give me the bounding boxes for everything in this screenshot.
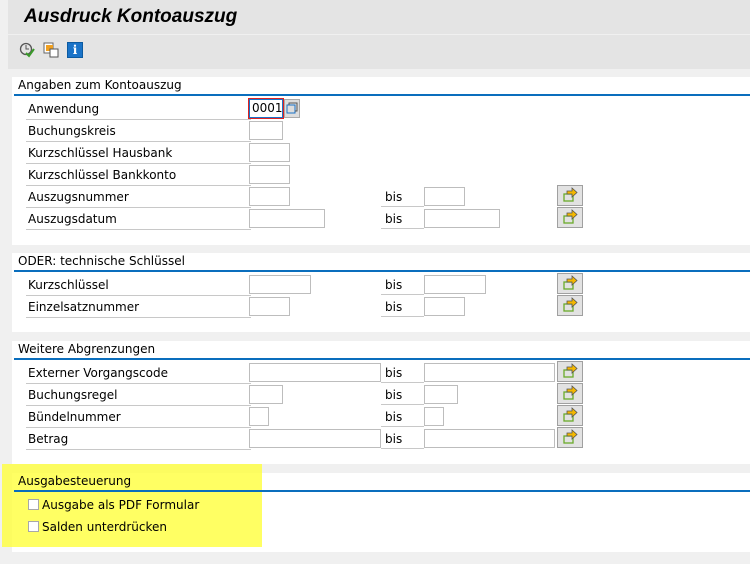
row-kurzschluessel: Kurzschlüssel bis bbox=[12, 273, 750, 296]
buendelnummer-from-input[interactable] bbox=[249, 407, 269, 426]
section-divider bbox=[14, 270, 750, 272]
row-bankkonto: Kurzschlüssel Bankkonto bbox=[12, 165, 750, 186]
field-label: Buchungsregel bbox=[26, 385, 251, 406]
variant-icon[interactable] bbox=[43, 42, 59, 58]
auszugsnummer-to-input[interactable] bbox=[424, 187, 465, 206]
multiple-selection-button[interactable] bbox=[557, 185, 583, 206]
checkbox-pdf-formular[interactable]: Ausgabe als PDF Formular bbox=[12, 495, 312, 516]
hausbank-input[interactable] bbox=[249, 143, 290, 162]
buchungsregel-from-input[interactable] bbox=[249, 385, 283, 404]
checkbox-salden-unterdruecken[interactable]: Salden unterdrücken bbox=[12, 517, 312, 538]
multiple-selection-button[interactable] bbox=[557, 273, 583, 294]
multiple-selection-icon bbox=[563, 297, 578, 312]
field-label: Bündelnummer bbox=[26, 407, 251, 428]
multiple-selection-button[interactable] bbox=[557, 361, 583, 382]
field-label: Betrag bbox=[26, 429, 251, 450]
einzelsatz-from-input[interactable] bbox=[249, 297, 290, 316]
einzelsatz-to-input[interactable] bbox=[424, 297, 465, 316]
buchungskreis-input[interactable] bbox=[249, 121, 283, 140]
field-label: Auszugsnummer bbox=[26, 187, 251, 208]
multiple-selection-icon bbox=[563, 209, 578, 224]
section-weitere-abgrenzungen: Weitere Abgrenzungen Externer Vorgangsco… bbox=[12, 341, 750, 464]
section-divider bbox=[14, 358, 750, 360]
execute-icon[interactable] bbox=[19, 42, 35, 58]
checkbox[interactable] bbox=[28, 499, 39, 510]
toolbar bbox=[8, 35, 750, 69]
row-betrag: Betrag bis bbox=[12, 427, 750, 450]
row-auszugsnummer: Auszugsnummer bis bbox=[12, 185, 750, 208]
page-title: Ausdruck Kontoauszug bbox=[24, 6, 238, 27]
multiple-selection-icon bbox=[563, 275, 578, 290]
kurzschluessel-from-input[interactable] bbox=[249, 275, 311, 294]
title-bar bbox=[8, 0, 750, 34]
section-title: ODER: technische Schlüssel bbox=[18, 254, 185, 268]
highlight-overlay bbox=[2, 464, 262, 547]
checkbox-label: Salden unterdrücken bbox=[42, 520, 168, 534]
multiple-selection-icon bbox=[563, 385, 578, 400]
value-help-button[interactable] bbox=[284, 99, 300, 118]
row-einzelsatznummer: Einzelsatznummer bis bbox=[12, 295, 750, 318]
bis-label: bis bbox=[381, 407, 424, 427]
row-vorgangscode: Externer Vorgangscode bis bbox=[12, 361, 750, 384]
section-divider bbox=[14, 490, 750, 492]
bis-label: bis bbox=[381, 297, 424, 317]
bankkonto-input[interactable] bbox=[249, 165, 290, 184]
field-label: Anwendung bbox=[26, 99, 251, 120]
row-buendelnummer: Bündelnummer bis bbox=[12, 405, 750, 428]
multiple-selection-icon bbox=[563, 429, 578, 444]
row-buchungsregel: Buchungsregel bis bbox=[12, 383, 750, 406]
anwendung-input[interactable]: 0001 bbox=[248, 98, 284, 119]
field-label: Externer Vorgangscode bbox=[26, 363, 251, 384]
row-auszugsdatum: Auszugsdatum bis bbox=[12, 207, 750, 230]
section-title: Angaben zum Kontoauszug bbox=[18, 78, 182, 92]
auszugsdatum-from-input[interactable] bbox=[249, 209, 325, 228]
multiple-selection-button[interactable] bbox=[557, 383, 583, 404]
row-anwendung: Anwendung 0001 bbox=[12, 98, 750, 120]
section-technische-schluessel: ODER: technische Schlüssel Kurzschlüssel… bbox=[12, 253, 750, 332]
bis-label: bis bbox=[381, 385, 424, 405]
auszugsnummer-from-input[interactable] bbox=[249, 187, 290, 206]
checkbox[interactable] bbox=[28, 521, 39, 532]
multiple-selection-icon bbox=[563, 187, 578, 202]
bis-label: bis bbox=[381, 187, 424, 207]
betrag-from-input[interactable] bbox=[249, 429, 381, 448]
field-label: Buchungskreis bbox=[26, 121, 251, 142]
field-label: Kurzschlüssel Hausbank bbox=[26, 143, 251, 164]
bis-label: bis bbox=[381, 209, 424, 229]
multiple-selection-button[interactable] bbox=[557, 427, 583, 448]
section-kontoauszug: Angaben zum Kontoauszug Anwendung 0001 B… bbox=[12, 77, 750, 245]
field-label: Kurzschlüssel Bankkonto bbox=[26, 165, 251, 186]
auszugsdatum-to-input[interactable] bbox=[424, 209, 500, 228]
buchungsregel-to-input[interactable] bbox=[424, 385, 458, 404]
vorgangscode-from-input[interactable] bbox=[249, 363, 381, 382]
row-hausbank: Kurzschlüssel Hausbank bbox=[12, 143, 750, 164]
multiple-selection-icon bbox=[563, 407, 578, 422]
row-buchungskreis: Buchungskreis bbox=[12, 121, 750, 142]
info-icon[interactable]: i bbox=[67, 42, 83, 58]
kurzschluessel-to-input[interactable] bbox=[424, 275, 486, 294]
field-label: Einzelsatznummer bbox=[26, 297, 251, 318]
bis-label: bis bbox=[381, 363, 424, 383]
multiple-selection-button[interactable] bbox=[557, 405, 583, 426]
bis-label: bis bbox=[381, 429, 424, 449]
multiple-selection-button[interactable] bbox=[557, 207, 583, 228]
section-divider bbox=[14, 94, 750, 96]
bis-label: bis bbox=[381, 275, 424, 295]
section-title: Ausgabesteuerung bbox=[18, 474, 132, 488]
vorgangscode-to-input[interactable] bbox=[424, 363, 555, 382]
multiple-selection-button[interactable] bbox=[557, 295, 583, 316]
field-label: Auszugsdatum bbox=[26, 209, 251, 230]
field-label: Kurzschlüssel bbox=[26, 275, 251, 296]
checkbox-label: Ausgabe als PDF Formular bbox=[42, 498, 200, 512]
betrag-to-input[interactable] bbox=[424, 429, 555, 448]
multiple-selection-icon bbox=[563, 363, 578, 378]
section-title: Weitere Abgrenzungen bbox=[18, 342, 156, 356]
buendelnummer-to-input[interactable] bbox=[424, 407, 444, 426]
